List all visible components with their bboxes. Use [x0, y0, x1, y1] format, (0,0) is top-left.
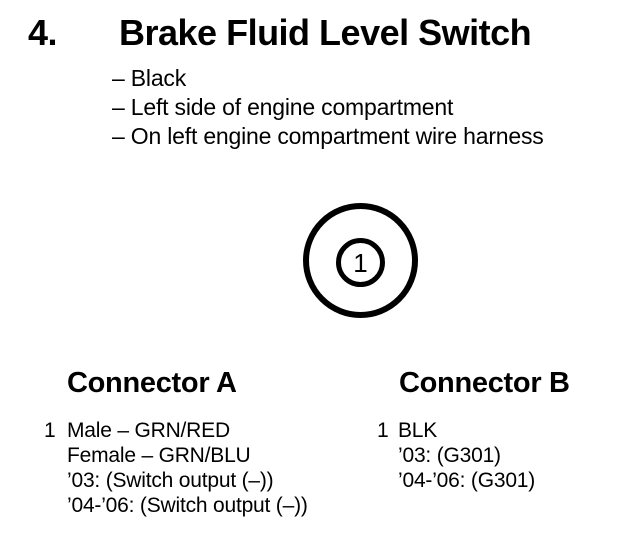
connector-a-pin-row: 1 Male – GRN/RED Female – GRN/BLU ’03: (…: [44, 418, 308, 518]
wire-spec-line: ’04-’06: (G301): [398, 469, 536, 492]
connector-b-pin-row: 1 BLK ’03: (G301) ’04-’06: (G301): [377, 418, 535, 493]
section-number: 4.: [28, 12, 58, 53]
connector-b-pin-number: 1: [377, 419, 389, 442]
location-bullet-list: – Black – Left side of engine compartmen…: [112, 64, 544, 151]
connector-face-diagram: 1: [303, 203, 418, 318]
connector-a-pin-details: Male – GRN/RED Female – GRN/BLU ’03: (Sw…: [67, 418, 308, 518]
connector-b-heading: Connector B: [399, 367, 570, 399]
bullet-item: – Black: [112, 65, 187, 91]
connector-a-heading: Connector A: [67, 367, 237, 399]
wire-spec-line: ’03: (G301): [398, 444, 501, 467]
wire-spec-line: BLK: [398, 419, 438, 442]
connector-b-pin-details: BLK ’03: (G301) ’04-’06: (G301): [398, 418, 535, 493]
wire-spec-line: Female – GRN/BLU: [67, 444, 251, 467]
bullet-item: – On left engine compartment wire harnes…: [112, 123, 544, 149]
bullet-item: – Left side of engine compartment: [112, 94, 454, 120]
pin-number-label: 1: [353, 248, 368, 278]
wire-spec-line: Male – GRN/RED: [67, 419, 230, 442]
pin-cavity-circle: 1: [336, 237, 385, 287]
wire-spec-line: ’04-’06: (Switch output (–)): [67, 494, 308, 517]
wire-spec-line: ’03: (Switch output (–)): [67, 469, 274, 492]
page-title: Brake Fluid Level Switch: [119, 12, 532, 53]
connector-a-pin-number: 1: [44, 419, 56, 442]
